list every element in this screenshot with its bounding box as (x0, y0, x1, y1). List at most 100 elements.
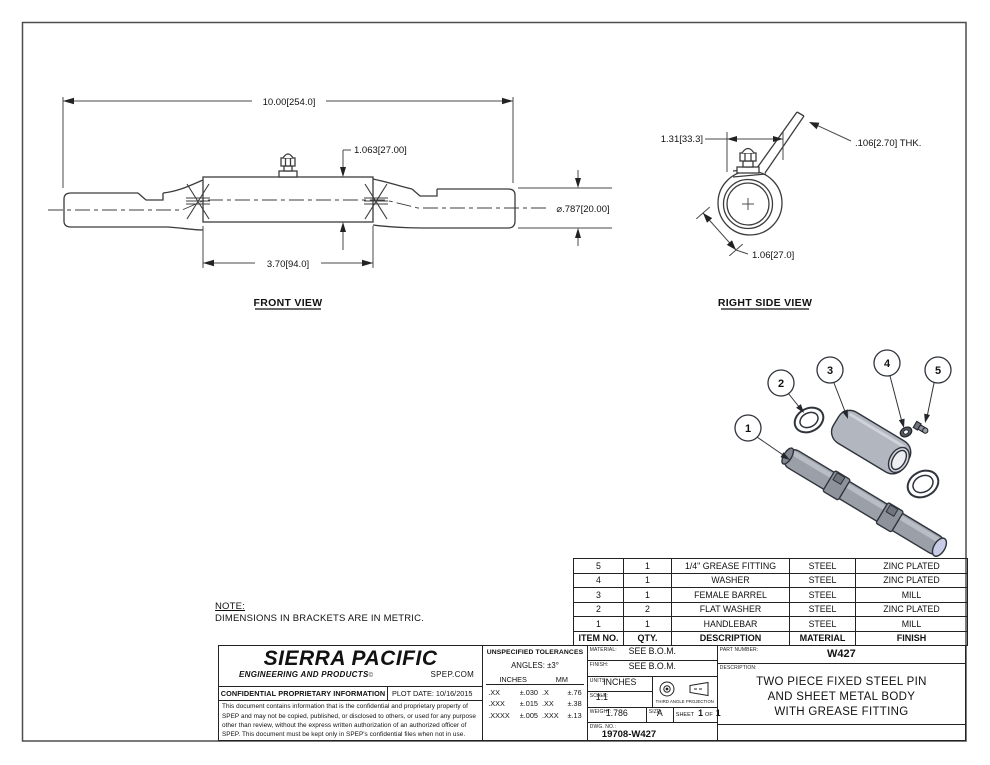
tolerance-value: .XX (541, 699, 554, 708)
bom-cell: FEMALE BARREL (671, 587, 790, 603)
bom-cell: 1 (623, 572, 672, 588)
balloon-5-number: 5 (935, 365, 941, 377)
dim-height: 1.063[27.00] (354, 145, 407, 156)
bom-header: DESCRIPTION (671, 630, 790, 646)
weight-value: 1.786 (605, 707, 628, 718)
sheet-label: SHEET (675, 711, 695, 718)
tolerance-value: .XX (488, 687, 501, 697)
dim-side-width: 1.31[33.3] (661, 134, 703, 145)
scale-value: 1:1 (595, 692, 609, 703)
material-value: SEE B.O.M. (628, 646, 676, 656)
tolerances-table: INCHES MM .XX±.030 .X±.76 .XXX±.015 .XX±… (486, 674, 584, 720)
bom-cell: STEEL (789, 558, 856, 574)
weight-label: WEIGHT: (589, 708, 612, 715)
balloons (734, 349, 952, 442)
grease-fitting-side (736, 147, 760, 174)
bom-cell: STEEL (789, 587, 856, 603)
bom-cell: 5 (573, 558, 624, 574)
balloon-3-number: 3 (827, 365, 833, 377)
third-angle-projection-icon (659, 681, 709, 697)
tolerance-value: .X (541, 687, 549, 697)
tolerance-col-inches: INCHES (486, 674, 540, 685)
exploded-washer-small (899, 426, 913, 438)
balloon-leaders (756, 375, 935, 458)
bom-cell: HANDLEBAR (671, 616, 790, 632)
material-label: MATERIAL: (589, 647, 617, 653)
title-block: SIERRA PACIFIC ENGINEERING AND PRODUCTS©… (218, 645, 966, 741)
left-grip-notch (137, 192, 164, 201)
bom-cell: 1 (623, 558, 672, 574)
exploded-view: 1 2 3 4 5 (734, 349, 952, 557)
title-block-company-section: SIERRA PACIFIC ENGINEERING AND PRODUCTS©… (219, 646, 484, 740)
dim-text-mask-overall (252, 95, 326, 107)
dwg-no-value: 19708-W427 (601, 729, 657, 741)
sheet-of: OF (705, 711, 713, 718)
tolerance-value: .XXX (541, 710, 559, 720)
bom-cell: STEEL (789, 601, 856, 617)
tolerances-angles: ANGLES: ±3° (511, 661, 559, 670)
balloon-1-number: 1 (745, 423, 751, 435)
balloon-numbers: 1 2 3 4 5 (745, 358, 941, 435)
bom-header: FINISH (855, 630, 968, 646)
finish-value: SEE B.O.M. (628, 661, 676, 672)
balloon-5 (924, 356, 952, 384)
balloon-leader-arrowheads (780, 404, 930, 460)
front-view-label: FRONT VIEW (254, 297, 323, 309)
size-value: A (656, 707, 663, 718)
bom-cell: 1 (623, 616, 672, 632)
bom-cell: ZINC PLATED (855, 572, 968, 588)
bom-cell: 1 (573, 616, 624, 632)
bom-cell: 2 (573, 601, 624, 617)
tolerance-value: ±.38 (567, 699, 582, 708)
finish-label: FINISH: (589, 662, 609, 669)
units-value: INCHES (603, 676, 637, 687)
part-number-value: W427 (827, 648, 856, 660)
sheet-value: 1 (698, 707, 704, 718)
projection-box: THIRD ANGLE PROJECTION (651, 676, 717, 707)
dim-barrel-length: 3.70[94.0] (267, 259, 309, 270)
tolerance-value: .XXX (488, 699, 505, 708)
bom-cell: ZINC PLATED (855, 558, 968, 574)
exploded-grease-fitting (912, 420, 929, 434)
bom-cell: 4 (573, 572, 624, 588)
size-label: SIZE: (648, 708, 662, 715)
front-view-arrowheads (63, 97, 581, 267)
tolerance-row: .XXXX±.005 .XXX±.13 (486, 708, 583, 720)
tolerances-section: UNSPECIFIED TOLERANCES ANGLES: ±3° INCHE… (483, 646, 588, 740)
front-centerline (48, 199, 546, 211)
projection-label: THIRD ANGLE PROJECTION (655, 698, 714, 704)
bom-cell: MILL (855, 616, 968, 632)
note-text: DIMENSIONS IN BRACKETS ARE IN METRIC. (215, 613, 425, 624)
sheet-total: 1 (715, 707, 721, 718)
balloon-1 (734, 414, 762, 442)
bom-cell: 1 (623, 587, 672, 603)
plot-date: PLOT DATE: 10/16/2015 (392, 689, 473, 699)
bom-cell: ZINC PLATED (855, 601, 968, 617)
right-side-view-dimensions (695, 122, 852, 257)
description-label: DESCRIPTION: (719, 665, 757, 671)
tolerance-value: ±.015 (519, 699, 538, 708)
left-weld-joint (186, 183, 210, 220)
right-side-view-drawing (717, 111, 805, 236)
legal-text: This document contains information that … (222, 703, 476, 738)
drawing-fields-section: MATERIAL: SEE B.O.M. FINISH: SEE B.O.M. … (587, 646, 721, 741)
tolerance-value: ±.005 (519, 710, 538, 720)
units-label: UNITS: (589, 677, 607, 684)
company-logo: SIERRA PACIFIC ENGINEERING AND PRODUCTS©… (219, 646, 483, 688)
bom-cell: STEEL (789, 572, 856, 588)
part-info-section: PART NUMBER: W427 DESCRIPTION: TWO PIECE… (717, 646, 965, 740)
balloon-4 (873, 349, 901, 377)
dim-overall: 10.00[254.0] (263, 97, 316, 108)
exploded-washer-upper (793, 406, 825, 434)
balloon-2-number: 2 (778, 378, 784, 390)
part-number-label: PART NUMBER: (719, 647, 759, 653)
